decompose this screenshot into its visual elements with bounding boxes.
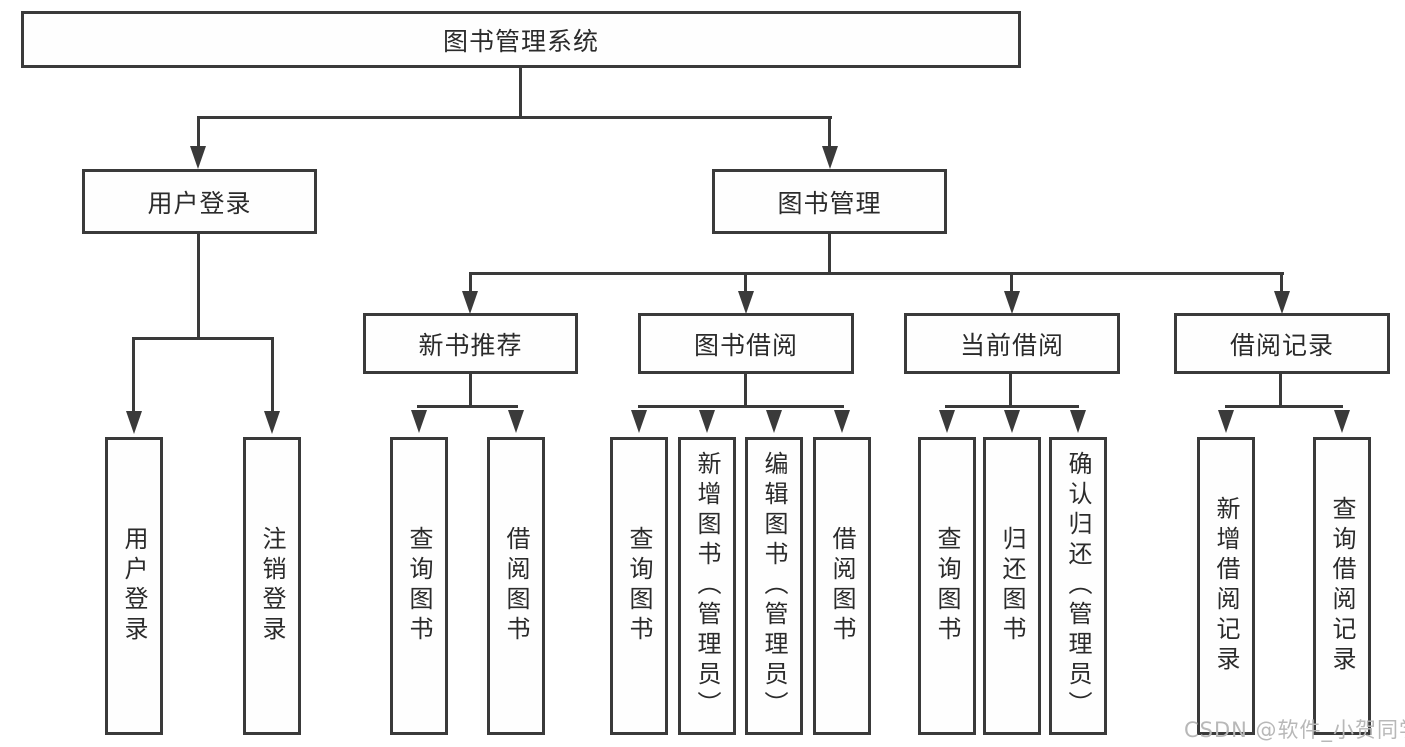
connector-line (638, 405, 844, 408)
leaf-br-query-record-label: 查询借阅记录 (1328, 496, 1356, 676)
arrowhead (766, 410, 782, 433)
arrowhead (462, 291, 478, 314)
leaf-bb-edit-books-admin: 编辑图书（管理员） (745, 437, 803, 735)
node-new-book-recommend: 新书推荐 (363, 313, 578, 374)
leaf-cb-query-books-label: 查询图书 (933, 526, 961, 646)
node-book-borrow-label: 图书借阅 (693, 330, 798, 360)
connector-line (744, 374, 747, 407)
leaf-bb-edit-books-admin-label: 编辑图书（管理员） (760, 451, 788, 721)
node-new-book-recommend-label: 新书推荐 (418, 330, 523, 360)
arrowhead (1004, 410, 1020, 433)
leaf-cb-confirm-return-admin-label: 确认归还（管理员） (1064, 451, 1092, 721)
arrowhead (1334, 410, 1350, 433)
node-root-label: 图书管理系统 (442, 26, 599, 56)
node-user-login-label: 用户登录 (147, 188, 252, 218)
connector-line (1279, 374, 1282, 407)
leaf-bb-query-books-label: 查询图书 (625, 526, 653, 646)
leaf-br-add-record: 新增借阅记录 (1197, 437, 1255, 735)
connector-line (271, 337, 274, 413)
arrowhead (1274, 291, 1290, 314)
node-current-borrow: 当前借阅 (904, 313, 1120, 374)
arrowhead (1004, 291, 1020, 314)
leaf-cb-return-books-label: 归还图书 (998, 526, 1026, 646)
leaf-cb-return-books: 归还图书 (983, 437, 1041, 735)
connector-line (945, 405, 1079, 408)
leaf-bb-add-books-admin-label: 新增图书（管理员） (693, 451, 721, 721)
connector-line (197, 116, 832, 119)
arrowhead (738, 291, 754, 314)
leaf-nbr-borrow-books-label: 借阅图书 (502, 526, 530, 646)
leaf-br-add-record-label: 新增借阅记录 (1212, 496, 1240, 676)
connector-line (132, 337, 274, 340)
connector-line (1225, 405, 1343, 408)
connector-line (197, 234, 200, 338)
leaf-logout: 注销登录 (243, 437, 301, 735)
leaf-nbr-query-books: 查询图书 (390, 437, 448, 735)
connector-line (519, 68, 522, 117)
node-user-login: 用户登录 (82, 169, 317, 234)
leaf-logout-label: 注销登录 (258, 526, 286, 646)
connector-line (469, 272, 1284, 275)
connector-line (132, 337, 135, 413)
arrowhead (264, 411, 280, 434)
connector-line (197, 116, 200, 148)
node-book-management-label: 图书管理 (777, 188, 882, 218)
node-borrow-records: 借阅记录 (1174, 313, 1390, 374)
arrowhead (1070, 410, 1086, 433)
arrowhead (411, 410, 427, 433)
node-book-borrow: 图书借阅 (638, 313, 854, 374)
arrowhead (631, 410, 647, 433)
leaf-cb-query-books: 查询图书 (918, 437, 976, 735)
leaf-bb-query-books: 查询图书 (610, 437, 668, 735)
node-book-management: 图书管理 (712, 169, 947, 234)
connector-line (469, 272, 472, 293)
connector-line (828, 234, 831, 275)
leaf-user-login-label: 用户登录 (120, 526, 148, 646)
node-root: 图书管理系统 (21, 11, 1021, 68)
connector-line (828, 116, 831, 148)
leaf-bb-borrow-books-label: 借阅图书 (828, 526, 856, 646)
leaf-br-query-record: 查询借阅记录 (1313, 437, 1371, 735)
connector-line (744, 272, 747, 293)
arrowhead (939, 410, 955, 433)
arrowhead (126, 411, 142, 434)
connector-line (417, 405, 518, 408)
leaf-nbr-borrow-books: 借阅图书 (487, 437, 545, 735)
leaf-bb-add-books-admin: 新增图书（管理员） (678, 437, 736, 735)
arrowhead (1218, 410, 1234, 433)
arrowhead (834, 410, 850, 433)
leaf-user-login: 用户登录 (105, 437, 163, 735)
leaf-bb-borrow-books: 借阅图书 (813, 437, 871, 735)
leaf-nbr-query-books-label: 查询图书 (405, 526, 433, 646)
arrowhead (190, 146, 206, 169)
connector-line (1280, 272, 1283, 293)
arrowhead (508, 410, 524, 433)
arrowhead (822, 146, 838, 169)
node-borrow-records-label: 借阅记录 (1229, 330, 1334, 360)
connector-line (469, 374, 472, 407)
csdn-watermark: CSDN @软件_小贺同学 (1184, 718, 1405, 742)
connector-line (1009, 374, 1012, 407)
leaf-cb-confirm-return-admin: 确认归还（管理员） (1049, 437, 1107, 735)
node-current-borrow-label: 当前借阅 (959, 330, 1064, 360)
connector-line (1010, 272, 1013, 293)
arrowhead (699, 410, 715, 433)
